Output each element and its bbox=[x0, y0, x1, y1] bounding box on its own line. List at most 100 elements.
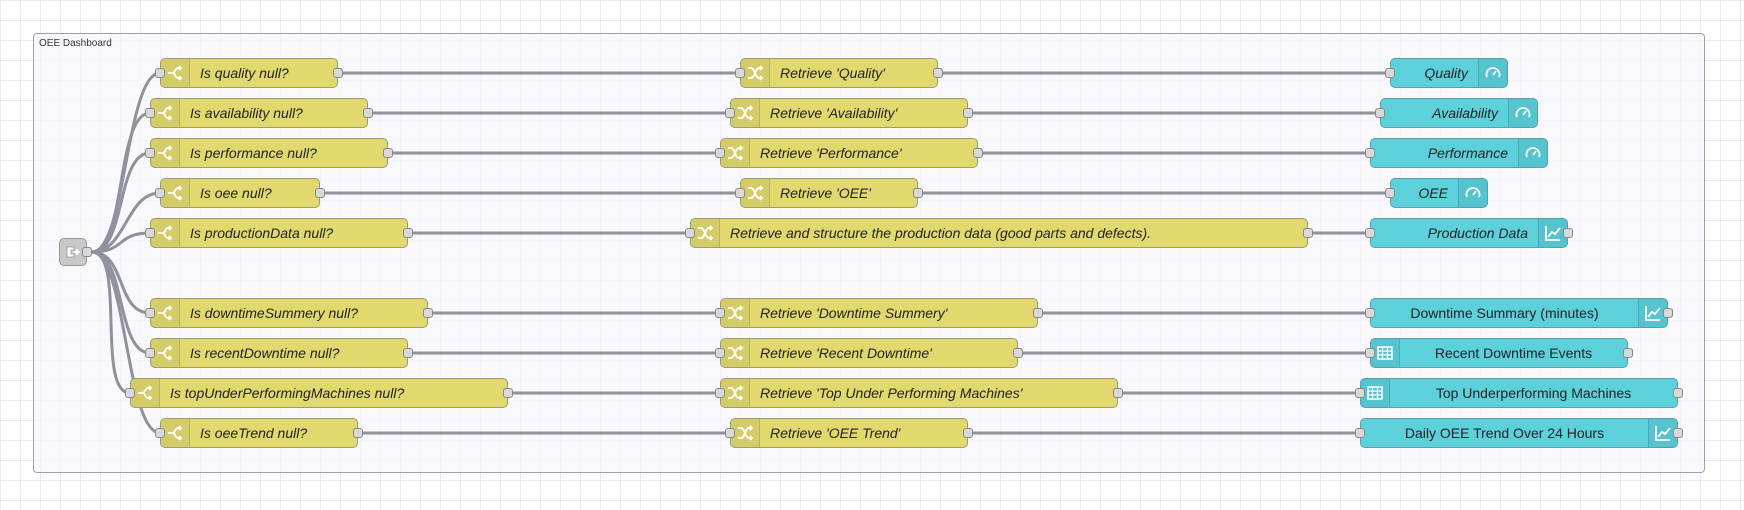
switch-node-availability[interactable]: Is availability null? bbox=[145, 98, 373, 128]
switch-icon bbox=[151, 139, 180, 167]
change-node-oee-trend[interactable]: Retrieve 'OEE Trend' bbox=[725, 418, 973, 448]
switch-node-production-data[interactable]: Is productionData null? bbox=[145, 218, 413, 248]
change-node-oee[interactable]: Retrieve 'OEE' bbox=[735, 178, 923, 208]
switch-node-performance[interactable]: Is performance null? bbox=[145, 138, 393, 168]
shuffle-icon bbox=[721, 299, 750, 327]
switch-icon bbox=[151, 219, 180, 247]
input-port[interactable] bbox=[155, 68, 165, 78]
input-port[interactable] bbox=[715, 308, 725, 318]
output-port[interactable] bbox=[333, 68, 343, 78]
input-port[interactable] bbox=[155, 428, 165, 438]
output-port[interactable] bbox=[1113, 388, 1123, 398]
shuffle-icon bbox=[731, 99, 760, 127]
input-port[interactable] bbox=[145, 148, 155, 158]
chart-node-oee-trend[interactable]: Daily OEE Trend Over 24 Hours bbox=[1355, 418, 1683, 448]
input-port[interactable] bbox=[1385, 188, 1395, 198]
output-port[interactable] bbox=[1673, 428, 1683, 438]
input-port[interactable] bbox=[735, 68, 745, 78]
switch-icon bbox=[161, 179, 190, 207]
output-port[interactable] bbox=[1673, 388, 1683, 398]
link-in-icon bbox=[66, 246, 81, 258]
output-port[interactable] bbox=[353, 428, 363, 438]
input-port[interactable] bbox=[715, 388, 725, 398]
input-port[interactable] bbox=[685, 228, 695, 238]
change-node-top-underperforming[interactable]: Retrieve 'Top Under Performing Machines' bbox=[715, 378, 1123, 408]
input-port[interactable] bbox=[145, 228, 155, 238]
input-port[interactable] bbox=[715, 348, 725, 358]
input-port[interactable] bbox=[1365, 228, 1375, 238]
input-port[interactable] bbox=[1365, 348, 1375, 358]
input-port[interactable] bbox=[735, 188, 745, 198]
output-port[interactable] bbox=[315, 188, 325, 198]
output-port[interactable] bbox=[1663, 308, 1673, 318]
switch-node-downtime-summery[interactable]: Is downtimeSummery null? bbox=[145, 298, 433, 328]
change-node-recent-downtime[interactable]: Retrieve 'Recent Downtime' bbox=[715, 338, 1023, 368]
output-port[interactable] bbox=[1623, 348, 1633, 358]
output-port[interactable] bbox=[1303, 228, 1313, 238]
shuffle-icon bbox=[731, 419, 760, 447]
output-port[interactable] bbox=[1563, 228, 1573, 238]
gauge-node-performance[interactable]: Performance bbox=[1365, 138, 1548, 168]
gauge-node-oee[interactable]: OEE bbox=[1385, 178, 1488, 208]
output-port[interactable] bbox=[1033, 308, 1043, 318]
gauge-icon bbox=[1458, 179, 1487, 207]
input-port[interactable] bbox=[155, 188, 165, 198]
link-in-node[interactable] bbox=[59, 238, 92, 266]
input-port[interactable] bbox=[725, 108, 735, 118]
change-node-downtime-summery[interactable]: Retrieve 'Downtime Summery' bbox=[715, 298, 1043, 328]
output-port[interactable] bbox=[1013, 348, 1023, 358]
input-port[interactable] bbox=[1375, 108, 1385, 118]
shuffle-icon bbox=[691, 219, 720, 247]
output-port[interactable] bbox=[963, 428, 973, 438]
output-port[interactable] bbox=[503, 388, 513, 398]
output-port[interactable] bbox=[383, 148, 393, 158]
input-port[interactable] bbox=[145, 108, 155, 118]
change-node-quality[interactable]: Retrieve 'Quality' bbox=[735, 58, 943, 88]
gauge-icon bbox=[1518, 139, 1547, 167]
input-port[interactable] bbox=[1365, 148, 1375, 158]
input-port[interactable] bbox=[715, 148, 725, 158]
output-port[interactable] bbox=[933, 68, 943, 78]
output-port[interactable] bbox=[913, 188, 923, 198]
output-port[interactable] bbox=[423, 308, 433, 318]
input-port[interactable] bbox=[1355, 428, 1365, 438]
chart-node-production-data[interactable]: Production Data bbox=[1365, 218, 1573, 248]
gauge-node-availability[interactable]: Availability bbox=[1375, 98, 1538, 128]
input-port[interactable] bbox=[145, 308, 155, 318]
output-port[interactable] bbox=[82, 247, 92, 257]
table-node-recent-downtime[interactable]: Recent Downtime Events bbox=[1365, 338, 1633, 368]
change-node-performance[interactable]: Retrieve 'Performance' bbox=[715, 138, 983, 168]
input-port[interactable] bbox=[1365, 308, 1375, 318]
gauge-icon bbox=[1508, 99, 1537, 127]
gauge-node-quality[interactable]: Quality bbox=[1385, 58, 1508, 88]
output-port[interactable] bbox=[363, 108, 373, 118]
shuffle-icon bbox=[721, 139, 750, 167]
input-port[interactable] bbox=[1355, 388, 1365, 398]
switch-node-oee-trend[interactable]: Is oeeTrend null? bbox=[155, 418, 363, 448]
switch-node-recent-downtime[interactable]: Is recentDowntime null? bbox=[145, 338, 413, 368]
table-node-top-underperforming[interactable]: Top Underperforming Machines bbox=[1355, 378, 1683, 408]
input-port[interactable] bbox=[725, 428, 735, 438]
switch-node-top-underperforming[interactable]: Is topUnderPerformingMachines null? bbox=[125, 378, 513, 408]
switch-icon bbox=[151, 299, 180, 327]
shuffle-icon bbox=[741, 179, 770, 207]
change-node-production-data[interactable]: Retrieve and structure the production da… bbox=[685, 218, 1313, 248]
input-port[interactable] bbox=[1385, 68, 1395, 78]
chart-icon bbox=[1638, 299, 1667, 327]
change-node-availability[interactable]: Retrieve 'Availability' bbox=[725, 98, 973, 128]
switch-icon bbox=[131, 379, 160, 407]
chart-node-downtime-summary[interactable]: Downtime Summary (minutes) bbox=[1365, 298, 1673, 328]
chart-icon bbox=[1538, 219, 1567, 247]
output-port[interactable] bbox=[963, 108, 973, 118]
switch-icon bbox=[151, 339, 180, 367]
input-port[interactable] bbox=[125, 388, 135, 398]
input-port[interactable] bbox=[145, 348, 155, 358]
output-port[interactable] bbox=[403, 228, 413, 238]
shuffle-icon bbox=[721, 339, 750, 367]
switch-node-oee[interactable]: Is oee null? bbox=[155, 178, 325, 208]
output-port[interactable] bbox=[973, 148, 983, 158]
switch-node-quality[interactable]: Is quality null? bbox=[155, 58, 343, 88]
output-port[interactable] bbox=[403, 348, 413, 358]
switch-icon bbox=[161, 59, 190, 87]
